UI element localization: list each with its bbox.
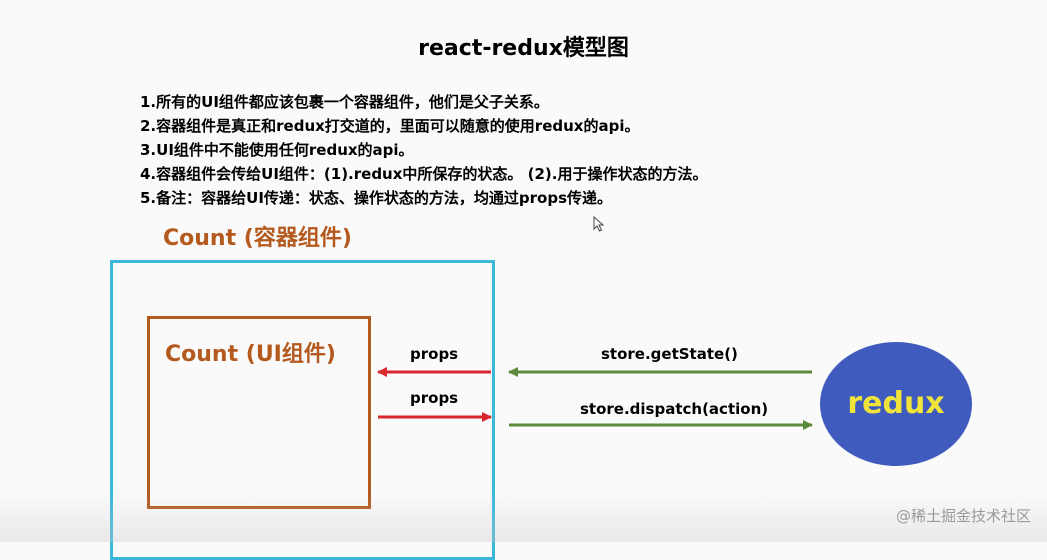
props-to-container-label: props	[410, 389, 459, 407]
note-item: 2.容器组件是真正和redux打交道的，里面可以随意的使用redux的api。	[140, 117, 640, 135]
container-component-label: Count (容器组件)	[163, 226, 352, 251]
flow-arrows	[377, 367, 813, 430]
cursor-icon	[593, 216, 605, 232]
note-item: 1.所有的UI组件都应该包裹一个容器组件，他们是父子关系。	[140, 93, 549, 111]
dispatch-label: store.dispatch(action)	[580, 400, 769, 418]
props-to-ui-label: props	[410, 345, 459, 363]
bottom-overlay	[0, 492, 1047, 542]
ui-component-box	[147, 316, 371, 509]
note-item: 5.备注：容器给UI传递：状态、操作状态的方法，均通过props传递。	[140, 189, 613, 207]
notes-list: 1.所有的UI组件都应该包裹一个容器组件，他们是父子关系。 2.容器组件是真正和…	[140, 90, 707, 210]
ui-component-label: Count (UI组件)	[165, 342, 336, 367]
redux-store-node	[820, 342, 972, 466]
note-item: 4.容器组件会传给UI组件：(1).redux中所保存的状态。 (2).用于操作…	[140, 165, 708, 183]
watermark: @稀土掘金技术社区	[895, 507, 1031, 525]
redux-store-label: redux	[847, 386, 945, 421]
diagram-title: react-redux模型图	[418, 36, 629, 61]
note-item: 3.UI组件中不能使用任何redux的api。	[140, 141, 414, 159]
get-state-label: store.getState()	[601, 345, 738, 363]
